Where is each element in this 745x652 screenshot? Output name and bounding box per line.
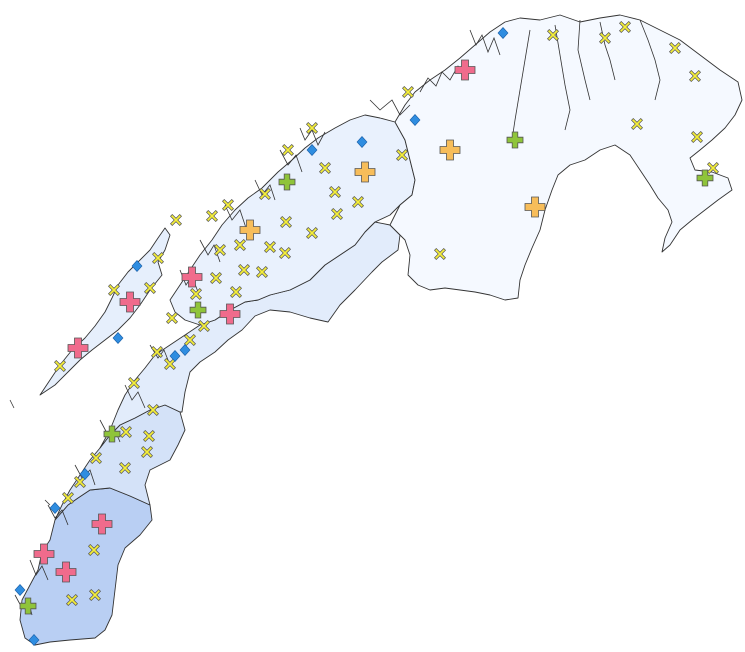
yellow-x-icon[interactable] — [74, 476, 86, 488]
orange-cross-icon[interactable] — [354, 161, 376, 183]
yellow-x-icon[interactable] — [210, 272, 222, 284]
yellow-x-icon[interactable] — [214, 244, 226, 256]
green-cross-icon[interactable] — [506, 131, 524, 149]
green-cross-icon[interactable] — [278, 173, 296, 191]
yellow-x-icon[interactable] — [691, 131, 703, 143]
yellow-x-icon[interactable] — [631, 118, 643, 130]
yellow-x-icon[interactable] — [54, 360, 66, 372]
yellow-x-icon[interactable] — [352, 196, 364, 208]
yellow-x-icon[interactable] — [119, 462, 131, 474]
yellow-x-icon[interactable] — [143, 430, 155, 442]
yellow-x-icon[interactable] — [259, 188, 271, 200]
yellow-x-icon[interactable] — [234, 239, 246, 251]
region-nordland[interactable] — [99, 221, 401, 449]
yellow-x-icon[interactable] — [198, 320, 210, 332]
yellow-x-icon[interactable] — [329, 186, 341, 198]
pink-cross-icon[interactable] — [181, 266, 203, 288]
pink-cross-icon[interactable] — [33, 543, 55, 565]
pink-cross-icon[interactable] — [119, 291, 141, 313]
yellow-x-icon[interactable] — [206, 210, 218, 222]
yellow-x-icon[interactable] — [669, 42, 681, 54]
pink-cross-icon[interactable] — [91, 513, 113, 535]
orange-cross-icon[interactable] — [239, 219, 261, 241]
yellow-x-icon[interactable] — [152, 252, 164, 264]
markers-layer — [14, 21, 719, 646]
blue-diamond-icon[interactable] — [497, 27, 509, 39]
pink-cross-icon[interactable] — [219, 303, 241, 325]
yellow-x-icon[interactable] — [144, 282, 156, 294]
yellow-x-icon[interactable] — [166, 312, 178, 324]
yellow-x-icon[interactable] — [306, 227, 318, 239]
yellow-x-icon[interactable] — [141, 446, 153, 458]
blue-diamond-icon[interactable] — [179, 344, 191, 356]
blue-diamond-icon[interactable] — [28, 634, 40, 646]
yellow-x-icon[interactable] — [151, 346, 163, 358]
yellow-x-icon[interactable] — [230, 286, 242, 298]
blue-diamond-icon[interactable] — [409, 114, 421, 126]
yellow-x-icon[interactable] — [66, 594, 78, 606]
orange-cross-icon[interactable] — [439, 139, 461, 161]
green-cross-icon[interactable] — [189, 301, 207, 319]
yellow-x-icon[interactable] — [396, 149, 408, 161]
yellow-x-icon[interactable] — [164, 358, 176, 370]
yellow-x-icon[interactable] — [707, 162, 719, 174]
yellow-x-icon[interactable] — [184, 334, 196, 346]
region-south[interactable] — [19, 487, 153, 646]
yellow-x-icon[interactable] — [319, 162, 331, 174]
blue-diamond-icon[interactable] — [112, 332, 124, 344]
blue-diamond-icon[interactable] — [306, 144, 318, 156]
yellow-x-icon[interactable] — [256, 266, 268, 278]
blue-diamond-icon[interactable] — [356, 136, 368, 148]
green-cross-icon[interactable] — [103, 425, 121, 443]
yellow-x-icon[interactable] — [279, 247, 291, 259]
region-finnmark[interactable] — [389, 14, 743, 301]
yellow-x-icon[interactable] — [689, 70, 701, 82]
yellow-x-icon[interactable] — [89, 589, 101, 601]
pink-cross-icon[interactable] — [55, 561, 77, 583]
yellow-x-icon[interactable] — [280, 216, 292, 228]
yellow-x-icon[interactable] — [128, 377, 140, 389]
blue-diamond-icon[interactable] — [79, 468, 91, 480]
blue-diamond-icon[interactable] — [131, 260, 143, 272]
orange-cross-icon[interactable] — [524, 196, 546, 218]
yellow-x-icon[interactable] — [147, 404, 159, 416]
yellow-x-icon[interactable] — [434, 248, 446, 260]
yellow-x-icon[interactable] — [190, 288, 202, 300]
yellow-x-icon[interactable] — [402, 86, 414, 98]
yellow-x-icon[interactable] — [108, 284, 120, 296]
yellow-x-icon[interactable] — [599, 32, 611, 44]
blue-diamond-icon[interactable] — [49, 502, 61, 514]
yellow-x-icon[interactable] — [619, 21, 631, 33]
yellow-x-icon[interactable] — [547, 29, 559, 41]
yellow-x-icon[interactable] — [170, 214, 182, 226]
blue-diamond-icon[interactable] — [14, 584, 26, 596]
yellow-x-icon[interactable] — [331, 208, 343, 220]
yellow-x-icon[interactable] — [120, 426, 132, 438]
yellow-x-icon[interactable] — [264, 241, 276, 253]
pink-cross-icon[interactable] — [454, 59, 476, 81]
yellow-x-icon[interactable] — [90, 452, 102, 464]
green-cross-icon[interactable] — [696, 169, 714, 187]
yellow-x-icon[interactable] — [62, 492, 74, 504]
yellow-x-icon[interactable] — [88, 544, 100, 556]
pink-cross-icon[interactable] — [67, 337, 89, 359]
green-cross-icon[interactable] — [19, 597, 37, 615]
yellow-x-icon[interactable] — [306, 122, 318, 134]
yellow-x-icon[interactable] — [282, 144, 294, 156]
yellow-x-icon[interactable] — [222, 199, 234, 211]
yellow-x-icon[interactable] — [238, 264, 250, 276]
blue-diamond-icon[interactable] — [169, 350, 181, 362]
